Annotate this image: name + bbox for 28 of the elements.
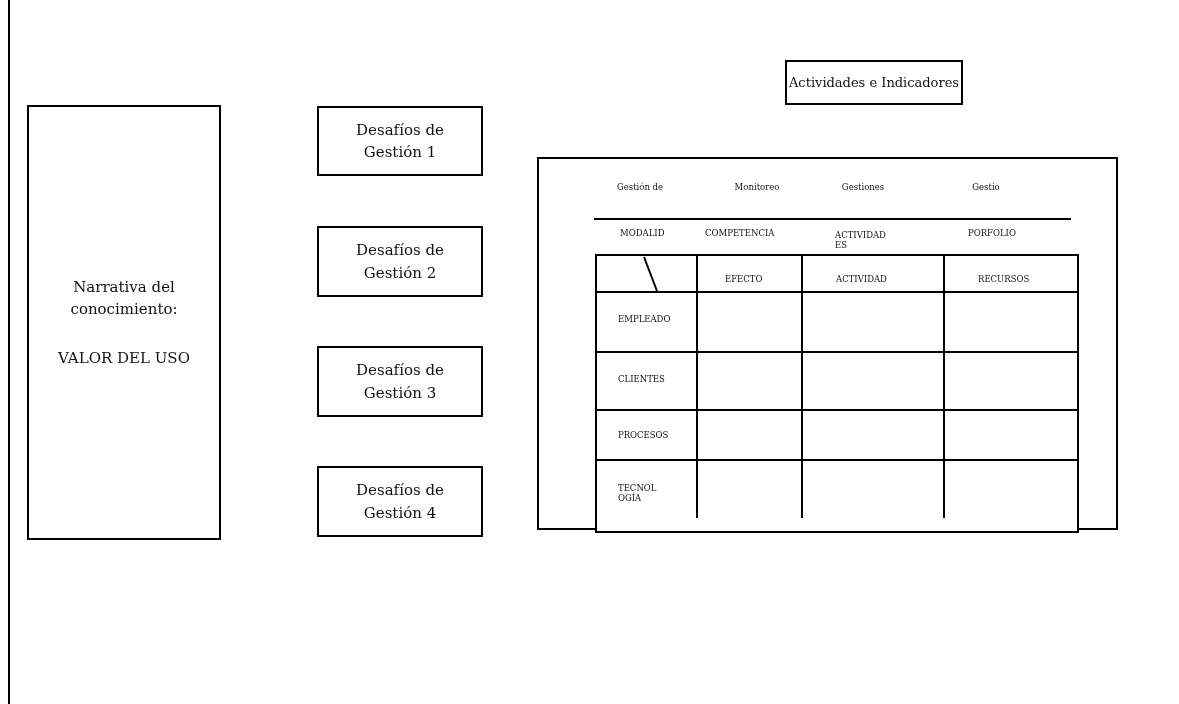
- column-heading: Gestión de: [616, 182, 664, 192]
- column-header: RECURSOS: [978, 274, 1030, 284]
- row-header: TECNOLOGÍA: [618, 483, 658, 504]
- text-box: [27, 105, 221, 540]
- row-header: CLIENTES: [618, 374, 665, 384]
- column-header: ACTIVIDAD: [836, 274, 887, 284]
- text-box: [785, 60, 963, 105]
- column-header: EFECTO: [725, 274, 763, 284]
- column-heading: COMPETENCIA: [705, 228, 775, 238]
- row-header: PROCESOS: [618, 430, 669, 440]
- box-title: Narrativa del conocimiento:: [69, 276, 179, 321]
- column-heading: PORFOLIO: [968, 228, 1016, 238]
- box-title: Desafíos de Gestión 1: [355, 119, 445, 163]
- text-box: [317, 466, 483, 537]
- column-heading: Gestiones: [841, 182, 885, 192]
- box-title: Desafíos de Gestión 4: [355, 480, 445, 524]
- box-title: Actividades e Indicadores: [789, 73, 959, 92]
- box-title: Desafíos de Gestión 3: [355, 360, 445, 404]
- column-heading: MODALID: [620, 228, 665, 238]
- row-header: EMPLEADO: [618, 314, 671, 324]
- box-title: Desafíos de Gestión 2: [355, 240, 445, 284]
- column-heading: Gestio: [972, 182, 1000, 192]
- text-box: [317, 106, 483, 176]
- box-text: VALOR DEL USO: [58, 347, 190, 369]
- text-box: [317, 226, 483, 297]
- text-box: [317, 346, 483, 417]
- column-heading: ACTIVIDADES: [835, 230, 887, 251]
- column-heading: Monitoreo: [734, 182, 780, 192]
